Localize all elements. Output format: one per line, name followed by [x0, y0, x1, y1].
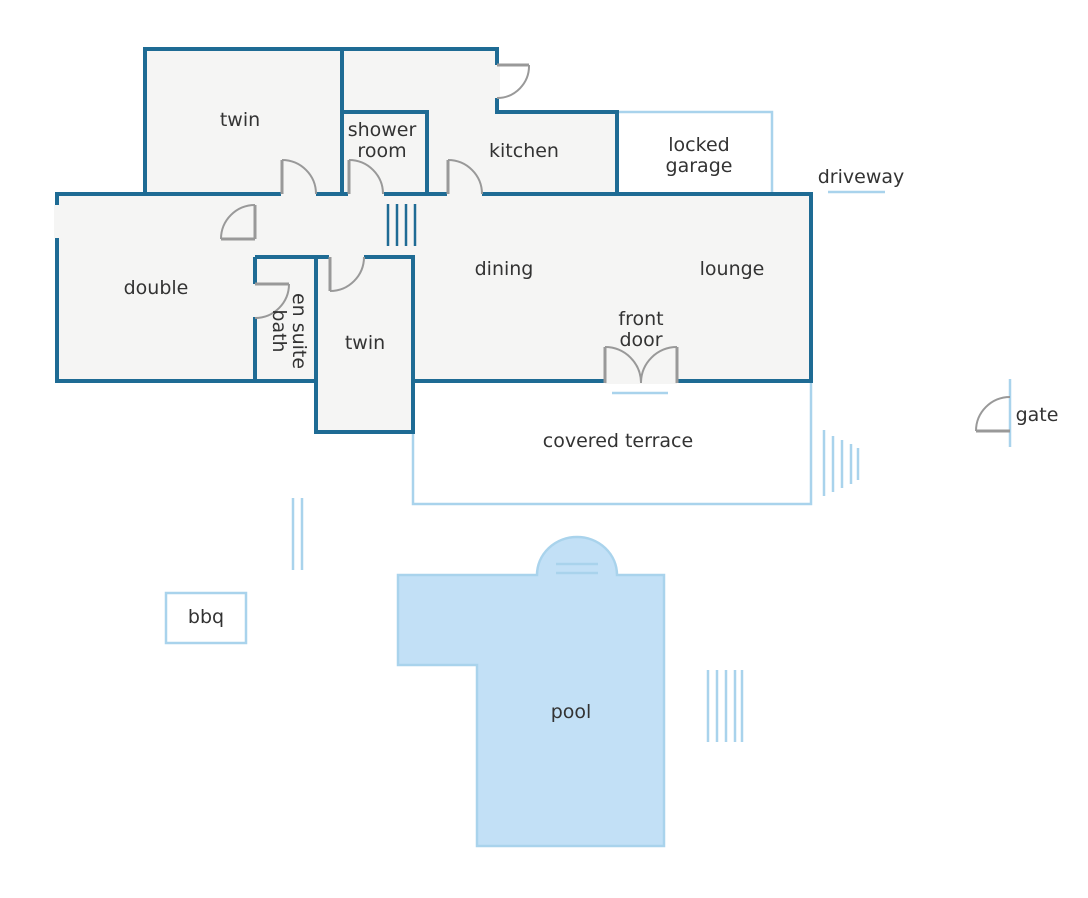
bbq-box	[164, 591, 248, 645]
label-bbq: bbq	[188, 606, 224, 628]
label-terrace: covered terrace	[543, 430, 693, 452]
label-garage-line1: locked	[668, 134, 729, 156]
gate-icon	[975, 396, 1011, 433]
label-ensuite-line1: en suite	[288, 293, 310, 369]
stairs-icon	[706, 670, 744, 742]
room-twin-bottom	[314, 255, 415, 434]
door-openings	[54, 65, 677, 384]
label-double: double	[124, 277, 189, 299]
room-main-living	[55, 192, 813, 383]
label-twin-top: twin	[220, 109, 260, 131]
label-kitchen: kitchen	[489, 140, 559, 162]
label-front-door-line1: front	[618, 308, 663, 330]
door-swing-icon	[280, 159, 317, 195]
label-ensuite-line2: bath	[268, 309, 290, 352]
label-front-door-line2: door	[619, 329, 662, 351]
door-swing-icon	[496, 63, 531, 99]
label-twin-bottom: twin	[345, 332, 385, 354]
door-swing-icon	[254, 282, 290, 319]
stairs-icon	[291, 498, 304, 570]
room-twin-top	[143, 47, 344, 196]
front-double-door-icon	[603, 346, 679, 384]
label-shower-line2: room	[357, 140, 406, 162]
pool-shape	[396, 535, 666, 848]
door-swing-icon	[220, 204, 257, 241]
label-dining: dining	[475, 258, 534, 280]
label-driveway: driveway	[818, 166, 905, 188]
label-gate: gate	[1016, 404, 1059, 426]
door-swing-icon	[446, 159, 483, 195]
stairs-icon	[822, 430, 860, 496]
stairs-icon	[386, 204, 417, 246]
terrace-outline	[411, 381, 813, 506]
pool-steps-icon	[556, 562, 598, 575]
label-garage-line2: garage	[666, 155, 733, 177]
label-shower-line1: shower	[348, 119, 417, 141]
label-lounge: lounge	[700, 258, 765, 280]
room-shower	[340, 110, 429, 196]
door-swing-icon	[347, 159, 384, 195]
door-swing-icon	[328, 256, 365, 292]
label-pool: pool	[551, 701, 592, 723]
garage-outline	[617, 110, 774, 193]
